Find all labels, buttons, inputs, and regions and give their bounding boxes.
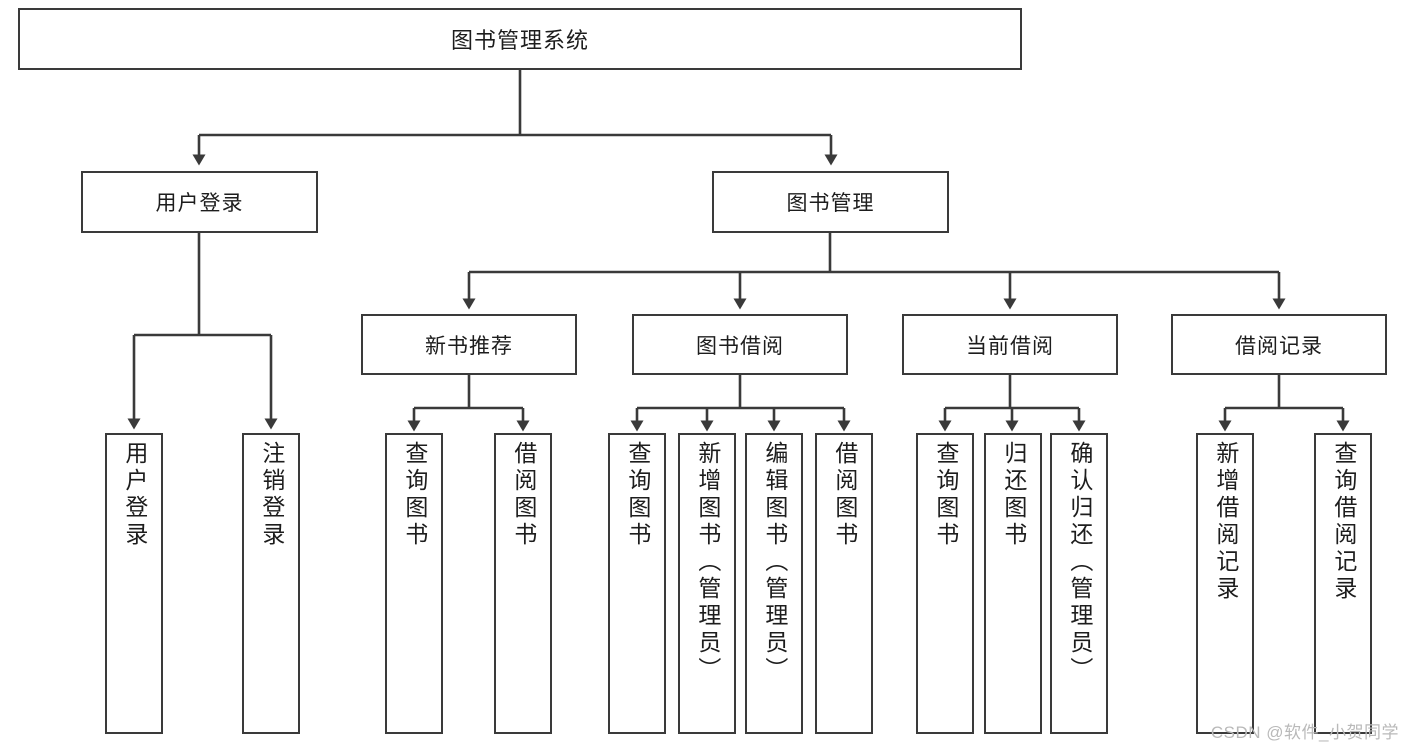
leaf-return-book[interactable]: 归还图书 [984,433,1042,734]
node-label: 用户登录 [155,192,244,215]
leaf-edit-book-admin[interactable]: 编辑图书（管理员） [745,433,803,734]
node-label: 用户登录 [121,441,148,549]
node-label: 当前借阅 [966,334,1054,358]
node-label: 编辑图书（管理员） [761,441,788,684]
node-label: 查询图书 [401,441,428,549]
node-label: 确认归还（管理员） [1066,441,1093,684]
leaf-query-book-borrow[interactable]: 查询图书 [608,433,666,734]
leaf-confirm-return-admin[interactable]: 确认归还（管理员） [1050,433,1108,734]
node-root-book-management-system[interactable]: 图书管理系统 [18,8,1022,70]
watermark-text: CSDN @软件_小贺同学 [1210,723,1399,742]
node-label: 新书推荐 [425,334,513,358]
node-label: 图书借阅 [696,334,784,358]
node-user-login[interactable]: 用户登录 [81,171,318,233]
node-new-book-recommend[interactable]: 新书推荐 [361,314,577,375]
node-label: 借阅记录 [1235,334,1323,358]
node-book-borrow[interactable]: 图书借阅 [632,314,848,375]
leaf-logout-login[interactable]: 注销登录 [242,433,300,734]
leaf-add-borrow-record[interactable]: 新增借阅记录 [1196,433,1254,734]
node-label: 新增借阅记录 [1212,441,1239,603]
node-label: 借阅图书 [831,441,858,549]
node-label: 借阅图书 [510,441,537,549]
node-label: 归还图书 [1000,441,1027,549]
node-current-borrow[interactable]: 当前借阅 [902,314,1118,375]
node-label: 图书管理系统 [450,28,589,53]
leaf-query-book-recommend[interactable]: 查询图书 [385,433,443,734]
node-label: 查询借阅记录 [1330,441,1357,603]
node-label: 新增图书（管理员） [694,441,721,684]
leaf-add-book-admin[interactable]: 新增图书（管理员） [678,433,736,734]
leaf-query-borrow-record[interactable]: 查询借阅记录 [1314,433,1372,734]
leaf-user-login[interactable]: 用户登录 [105,433,163,734]
leaf-borrow-book-recommend[interactable]: 借阅图书 [494,433,552,734]
node-label: 图书管理 [786,192,875,215]
node-label: 注销登录 [258,441,285,549]
node-borrow-record[interactable]: 借阅记录 [1171,314,1387,375]
node-label: 查询图书 [624,441,651,549]
node-label: 查询图书 [932,441,959,549]
node-book-management[interactable]: 图书管理 [712,171,949,233]
leaf-query-book-current[interactable]: 查询图书 [916,433,974,734]
leaf-borrow-book[interactable]: 借阅图书 [815,433,873,734]
